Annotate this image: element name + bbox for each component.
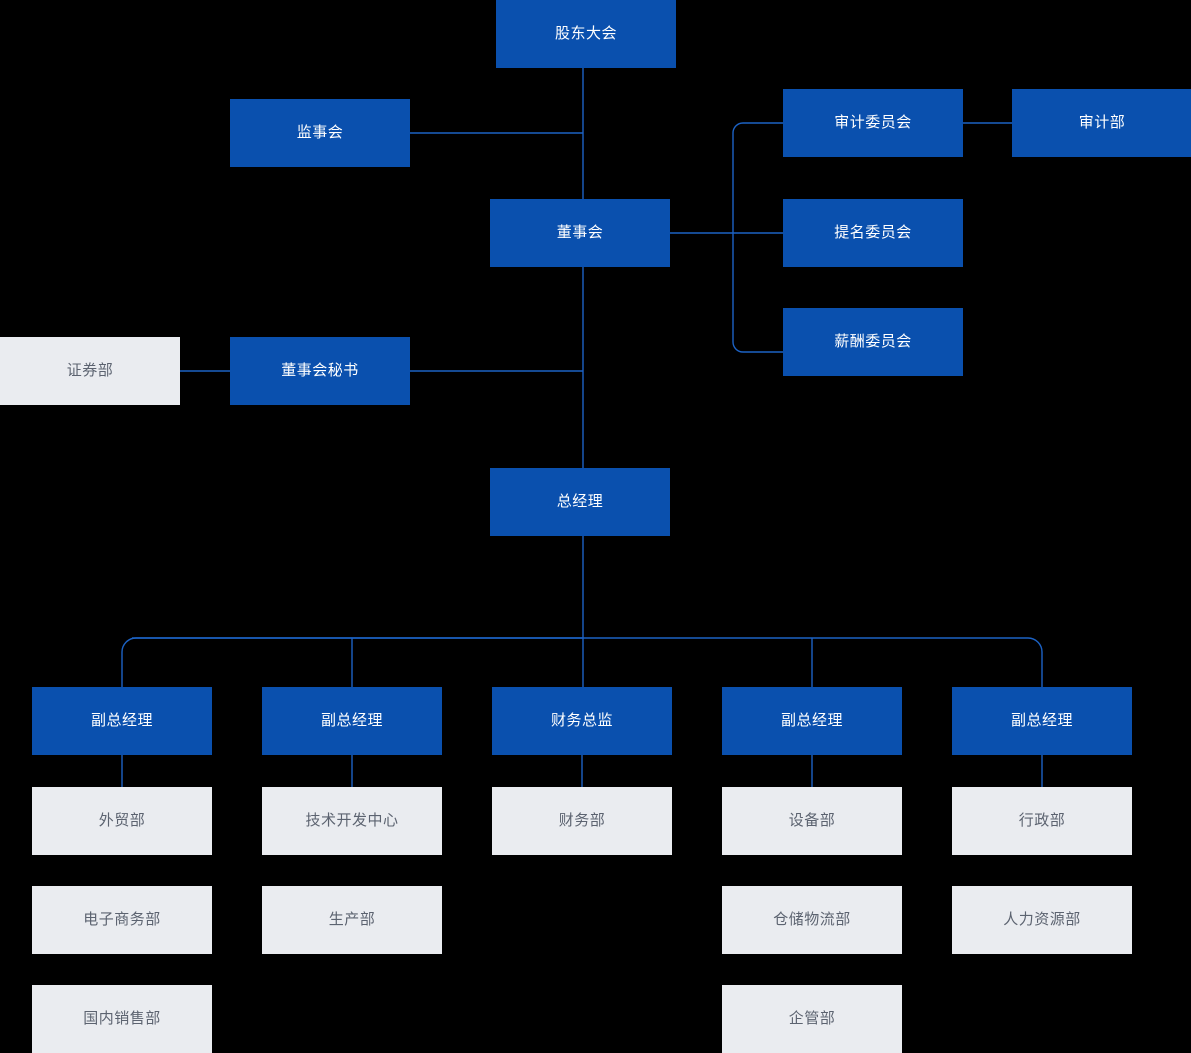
node-label: 监事会 xyxy=(296,124,344,142)
node-label: 人力资源部 xyxy=(1003,911,1081,929)
node-audit-committee[interactable]: 审计委员会 xyxy=(783,89,963,157)
node-label: 行政部 xyxy=(1018,812,1066,830)
node-compensation-committee[interactable]: 薪酬委员会 xyxy=(783,308,963,376)
node-col2-dept1[interactable]: 技术开发中心 xyxy=(262,787,442,855)
node-label: 副总经理 xyxy=(320,712,383,730)
node-label: 生产部 xyxy=(328,911,376,929)
node-label: 总经理 xyxy=(556,493,604,511)
node-col5-head[interactable]: 副总经理 xyxy=(952,687,1132,755)
node-col4-dept1[interactable]: 设备部 xyxy=(722,787,902,855)
node-label: 设备部 xyxy=(788,812,836,830)
node-col2-head[interactable]: 副总经理 xyxy=(262,687,442,755)
node-label: 证券部 xyxy=(66,362,114,380)
node-col5-dept1[interactable]: 行政部 xyxy=(952,787,1132,855)
node-col4-dept3[interactable]: 企管部 xyxy=(722,985,902,1053)
node-col3-dept1[interactable]: 财务部 xyxy=(492,787,672,855)
node-col5-dept2[interactable]: 人力资源部 xyxy=(952,886,1132,954)
node-nomination-committee[interactable]: 提名委员会 xyxy=(783,199,963,267)
committee-bus-vertical xyxy=(732,122,783,353)
node-label: 审计部 xyxy=(1078,114,1126,132)
node-board-of-directors[interactable]: 董事会 xyxy=(490,199,670,267)
node-board-secretary[interactable]: 董事会秘书 xyxy=(230,337,410,405)
node-col2-dept2[interactable]: 生产部 xyxy=(262,886,442,954)
node-col4-head[interactable]: 副总经理 xyxy=(722,687,902,755)
node-label: 提名委员会 xyxy=(834,224,912,242)
node-col1-head[interactable]: 副总经理 xyxy=(32,687,212,755)
node-label: 电子商务部 xyxy=(83,911,161,929)
node-col1-dept1[interactable]: 外贸部 xyxy=(32,787,212,855)
node-audit-department[interactable]: 审计部 xyxy=(1012,89,1191,157)
node-label: 股东大会 xyxy=(554,25,617,43)
node-label: 副总经理 xyxy=(90,712,153,730)
node-label: 审计委员会 xyxy=(834,114,912,132)
node-col3-head[interactable]: 财务总监 xyxy=(492,687,672,755)
node-general-manager[interactable]: 总经理 xyxy=(490,468,670,536)
node-label: 薪酬委员会 xyxy=(834,333,912,351)
node-label: 企管部 xyxy=(788,1010,836,1028)
distribution-bus xyxy=(121,637,1043,687)
node-label: 财务总监 xyxy=(550,712,613,730)
node-label: 技术开发中心 xyxy=(305,812,399,830)
node-board-of-supervisors[interactable]: 监事会 xyxy=(230,99,410,167)
node-label: 副总经理 xyxy=(780,712,843,730)
node-shareholders-meeting[interactable]: 股东大会 xyxy=(496,0,676,68)
node-col4-dept2[interactable]: 仓储物流部 xyxy=(722,886,902,954)
node-label: 副总经理 xyxy=(1010,712,1073,730)
node-label: 国内销售部 xyxy=(83,1010,161,1028)
node-col1-dept3[interactable]: 国内销售部 xyxy=(32,985,212,1053)
node-col1-dept2[interactable]: 电子商务部 xyxy=(32,886,212,954)
node-securities-department[interactable]: 证券部 xyxy=(0,337,180,405)
node-label: 董事会 xyxy=(556,224,604,242)
node-label: 外贸部 xyxy=(98,812,146,830)
node-label: 财务部 xyxy=(558,812,606,830)
node-label: 董事会秘书 xyxy=(281,362,359,380)
node-label: 仓储物流部 xyxy=(773,911,851,929)
